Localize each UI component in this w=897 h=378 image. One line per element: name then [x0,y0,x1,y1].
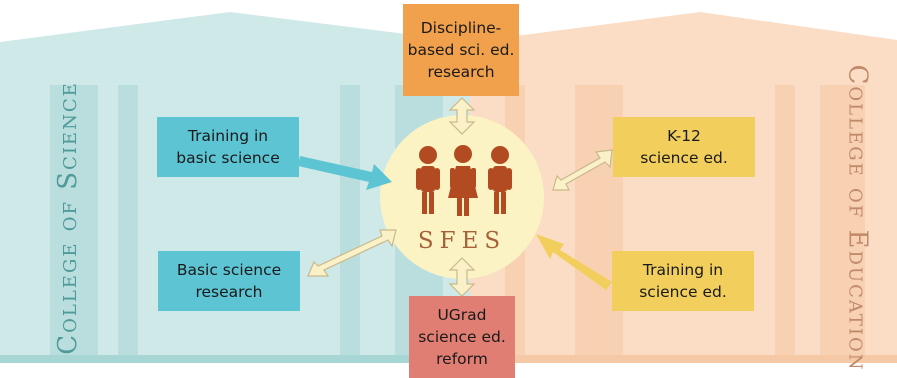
education-column-3 [775,85,795,355]
arrows [298,97,613,297]
arrow-hub-top [448,97,476,135]
science-column-1 [50,85,98,355]
education-roof [470,12,897,60]
k12-science-ed-box: K-12 science ed. [613,117,755,177]
science-column-3 [340,85,360,355]
people-group-icon [416,145,512,216]
science-column-2 [118,85,138,355]
science-building-base [0,355,470,363]
training-science-ed-box: Training in science ed. [612,251,754,311]
sfes-label: SFES [417,228,507,254]
training-basic-science-box: Training in basic science [157,117,299,177]
education-column-4 [820,85,865,355]
discipline-based-research-box: Discipline- based sci. ed. research [403,4,519,96]
arrow-training-ed-to-hub [536,234,612,290]
person-icon-middle [448,145,478,216]
arrow-hub-left [307,229,397,277]
person-icon-right [488,146,512,214]
person-icon-left [416,146,440,214]
education-building-base [470,355,897,363]
arrow-training-basic-to-hub [298,156,392,190]
basic-science-research-box: Basic science research [158,251,300,311]
science-roof [0,12,470,60]
arrow-hub-right [552,149,613,191]
ugrad-reform-box: UGrad science ed. reform [409,296,515,378]
college-of-science-title: College of Science [52,81,83,355]
college-of-education-title: College of Education [841,64,872,372]
